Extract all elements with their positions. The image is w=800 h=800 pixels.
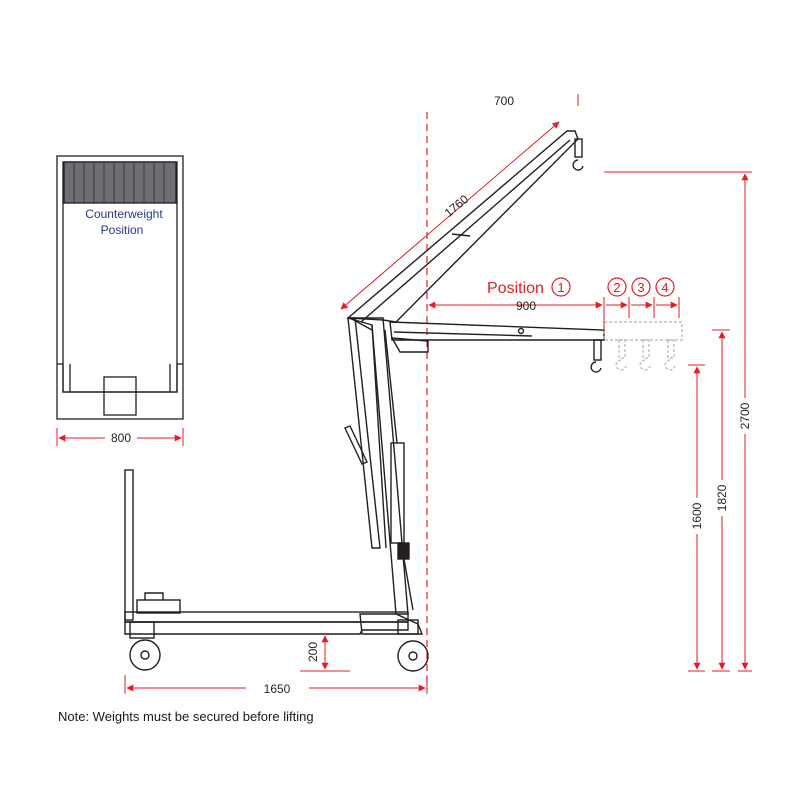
position-markers	[551, 277, 675, 297]
boom-end-hook	[572, 159, 584, 171]
safety-note: Note: Weights must be secured before lif…	[58, 709, 314, 724]
boom-section-joint	[451, 233, 471, 237]
ghost-hook-block-3	[642, 339, 650, 359]
position-2-circle	[607, 277, 627, 297]
front-wheel-hub	[408, 651, 418, 661]
jib-bracket	[390, 337, 429, 353]
ghost-hook-2	[615, 359, 627, 371]
boom-end-hook-block	[574, 138, 583, 158]
mast-inner-line	[371, 324, 387, 549]
top-view-outline	[56, 155, 184, 420]
position-4-circle	[655, 277, 675, 297]
position-3-circle	[631, 277, 651, 297]
dimension-lines	[124, 94, 752, 694]
cylinder-collar	[397, 542, 410, 560]
width-dimension	[56, 428, 184, 446]
position-label: Position	[487, 280, 544, 297]
pump-handle	[344, 425, 368, 465]
counterweight-handle	[144, 592, 164, 600]
rear-wheel	[129, 639, 161, 671]
rear-wheel-hub	[140, 650, 150, 660]
hook-block-1	[593, 339, 602, 361]
position-4-number: 4	[661, 280, 668, 295]
base-length-value: 1650	[264, 682, 291, 696]
front-wheel	[397, 640, 429, 672]
counterweight-label-line2: Position	[101, 223, 144, 237]
ghost-hook-block-2	[618, 339, 626, 359]
rear-caster-mount	[129, 621, 155, 639]
max-height-value: 2700	[738, 402, 752, 429]
ghost-jib-extension	[603, 321, 683, 341]
mast-joint	[349, 317, 373, 331]
ram-rod	[384, 329, 398, 444]
ghost-hook-3	[639, 359, 651, 371]
counterweight-plates	[73, 162, 165, 203]
top-view-base-legs	[57, 363, 183, 393]
jib-arm	[389, 321, 605, 341]
hook-height-1820-value: 1820	[715, 484, 729, 511]
position-1-circle	[551, 277, 571, 297]
counterweight-label-line1: Counterweight	[85, 207, 163, 221]
jib-inner-line	[393, 331, 533, 337]
crane-side-view	[124, 130, 605, 672]
cylinder-rod	[403, 558, 414, 611]
rear-upright	[124, 469, 134, 621]
mast-footprint	[103, 376, 137, 416]
hook-1	[590, 361, 602, 373]
base-rail	[124, 621, 409, 635]
front-caster-mount	[397, 619, 419, 635]
position-2-number: 2	[613, 280, 620, 295]
front-leg	[359, 613, 424, 635]
counterweight-side	[136, 599, 181, 614]
position-1-number: 1	[557, 280, 564, 295]
reach-value: 900	[516, 299, 536, 313]
ground-clearance-value: 200	[306, 642, 320, 662]
width-value: 800	[111, 431, 131, 445]
ghost-hook-block-4	[667, 339, 675, 359]
position-3-number: 3	[637, 280, 644, 295]
jib-offset-value: 700	[494, 94, 514, 108]
counterweight-block	[63, 161, 177, 204]
hook-height-1600-value: 1600	[690, 502, 704, 529]
top-view	[56, 155, 184, 420]
mast	[347, 317, 409, 615]
jib-pin	[517, 327, 525, 335]
ghost-hook-4	[664, 359, 676, 371]
ghost-positions	[603, 321, 683, 371]
